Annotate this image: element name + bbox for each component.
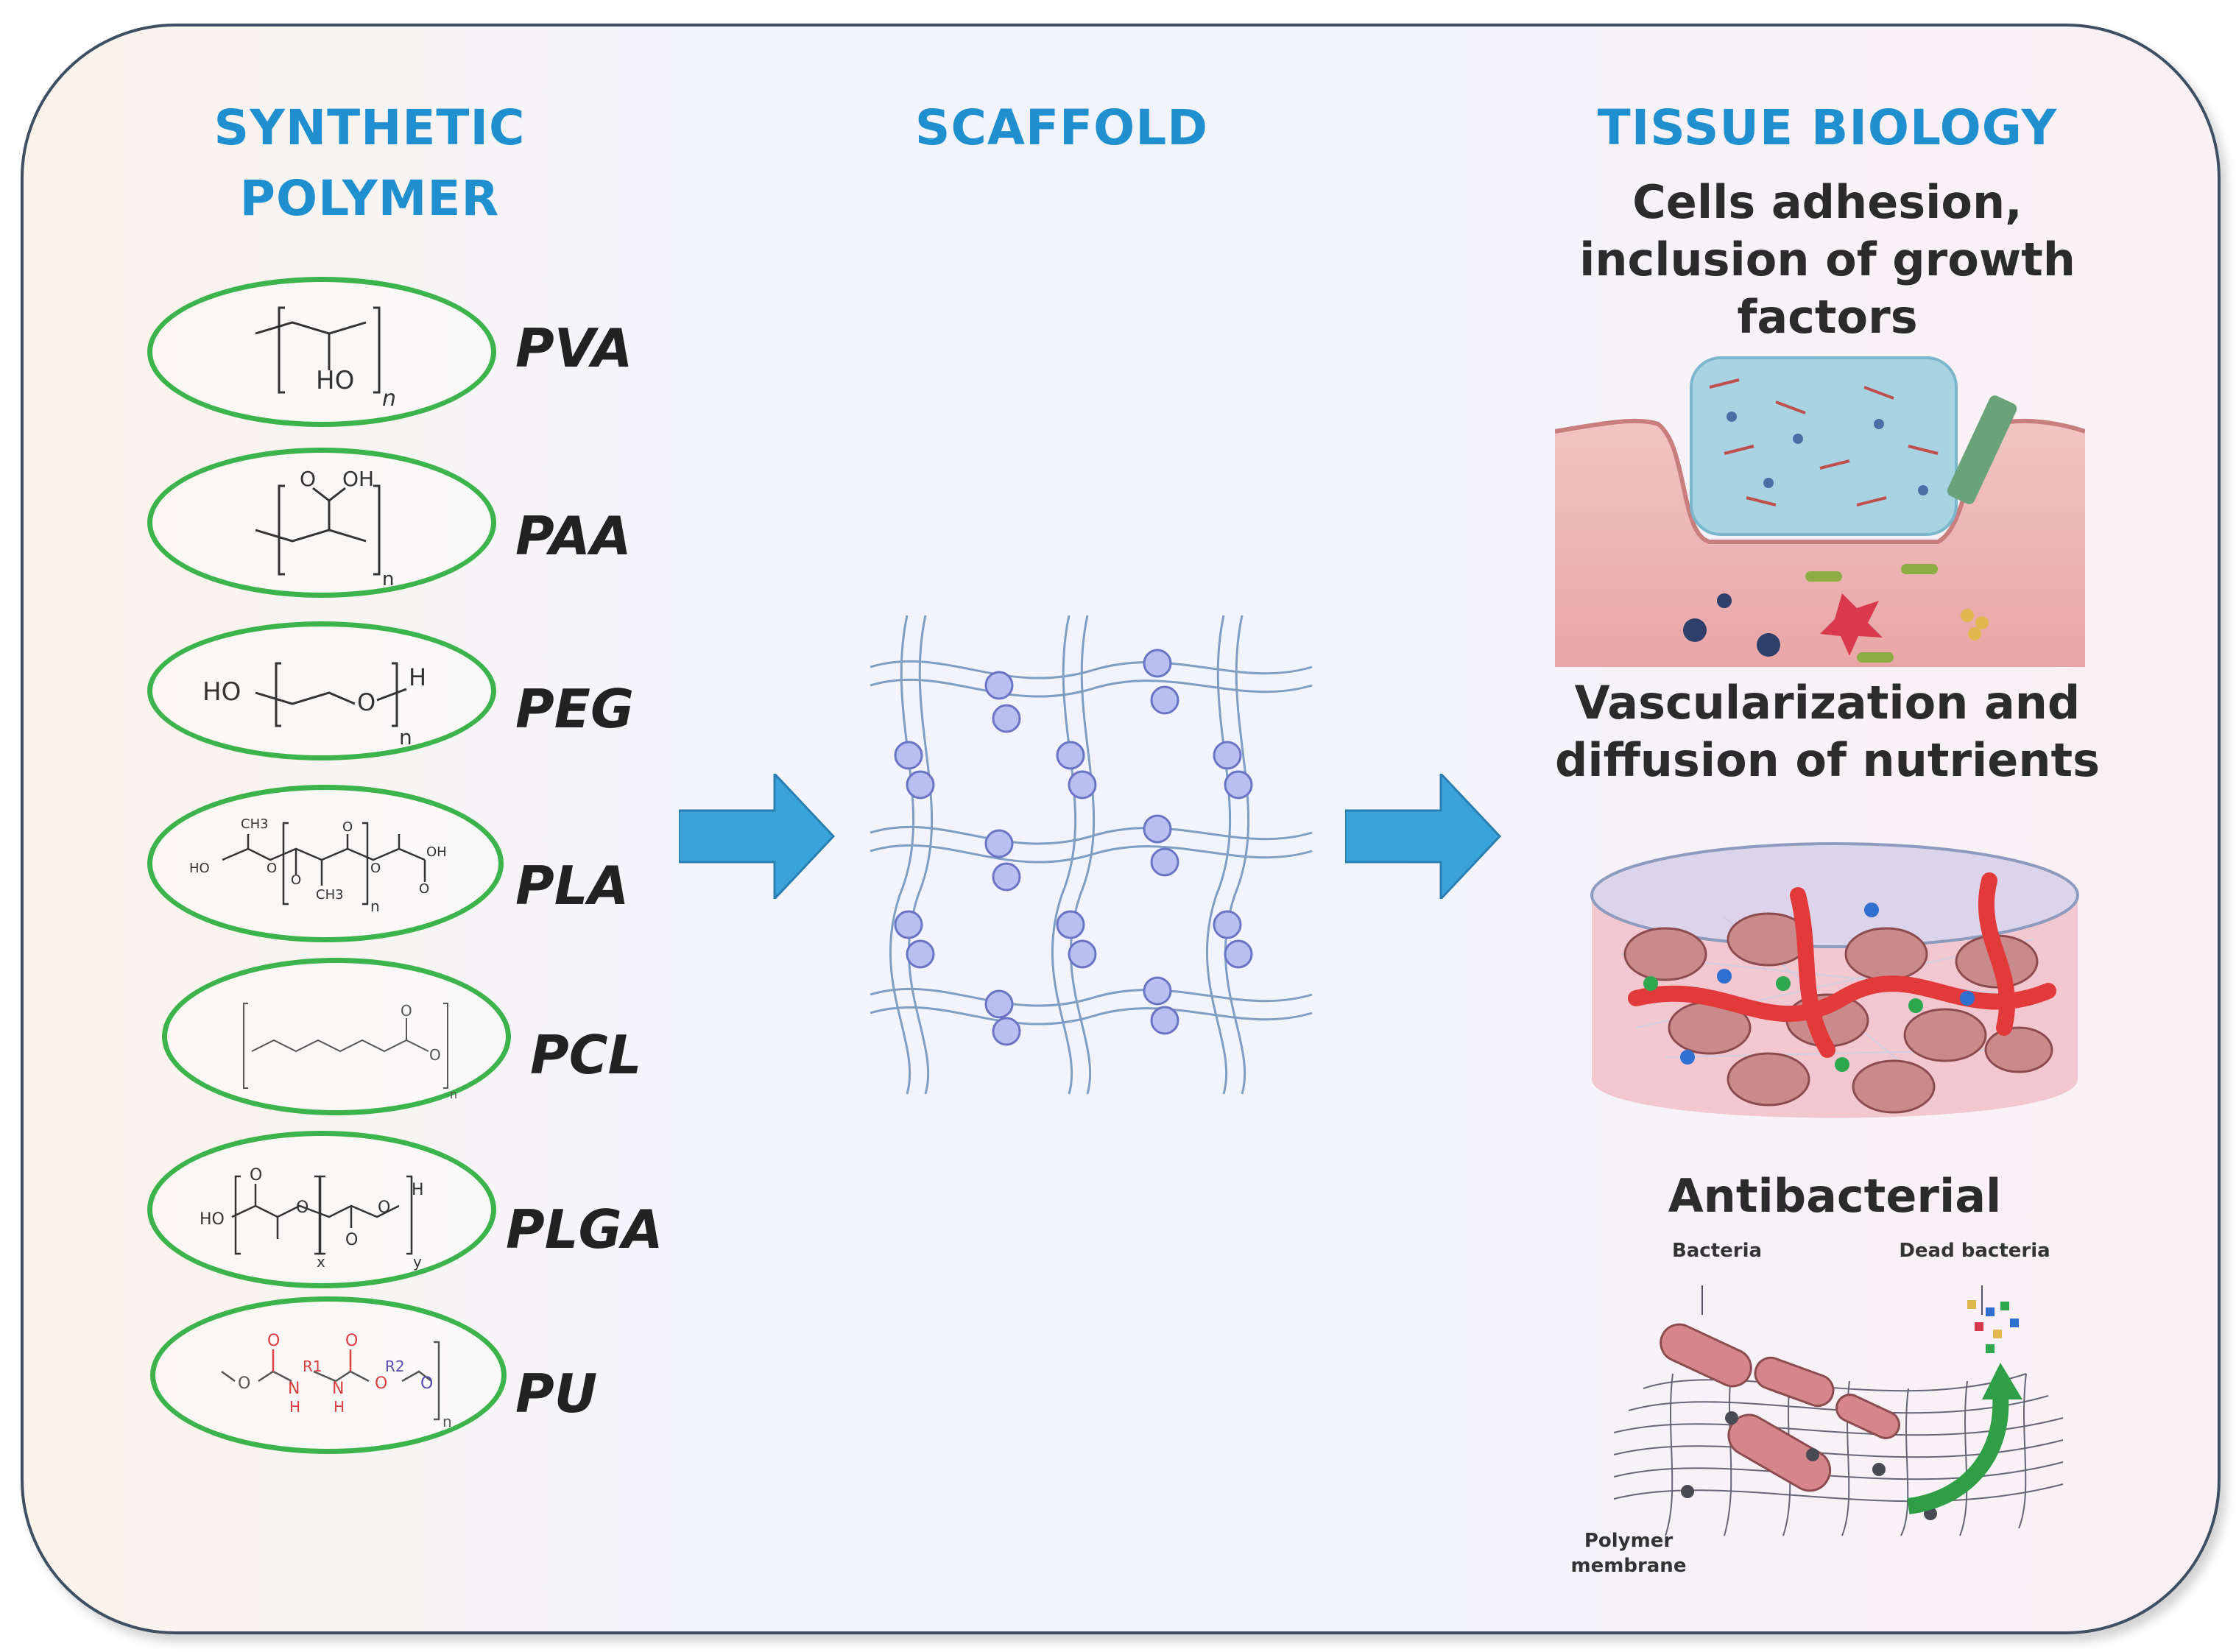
adhesion-heading-line3: factors xyxy=(1737,290,1918,344)
polymer-name-plga: PLGA xyxy=(506,1199,663,1260)
pcl-structure-text-2: O xyxy=(429,1046,441,1064)
pla-structure-text-5: OH xyxy=(426,844,447,860)
pla-structure-text-6: HO xyxy=(189,861,210,876)
polymer-ellipse-paa: O OH n xyxy=(147,448,496,598)
vascular-heading-line1: Vascularization and xyxy=(1574,676,2081,730)
plga-structure-text-1: O xyxy=(250,1166,262,1185)
plga-structure-text-7: H xyxy=(412,1181,424,1199)
diagram-frame: SYNTHETIC POLYMER SCAFFOLD TISSUE BIOLOG… xyxy=(21,24,2221,1634)
scaffold-network xyxy=(870,615,1313,1095)
polymer-ellipse-pva: HO n xyxy=(147,277,496,427)
pu-structure-text-6: N xyxy=(332,1380,344,1398)
polymer-ellipse-pcl: O O n xyxy=(162,958,511,1115)
adhesion-heading: Cells adhesion, inclusion of growth fact… xyxy=(1533,174,2122,346)
pla-structure-text-10: n xyxy=(370,897,380,915)
synthetic-polymer-heading-line2: POLYMER xyxy=(239,170,500,227)
polymer-name-pcl: PCL xyxy=(530,1024,642,1086)
bacteria-label: Bacteria xyxy=(1671,1240,1763,1262)
polymer-membrane-label-line1: Polymer xyxy=(1584,1530,1674,1552)
plga-structure-text-2: HO xyxy=(200,1210,225,1229)
synthetic-polymer-heading: SYNTHETIC POLYMER xyxy=(171,93,568,234)
polymer-ellipse-pla: CH3 O O O OH HO O O CH3 n xyxy=(147,785,504,942)
pla-structure-text-4: O xyxy=(370,861,381,876)
antibacterial-membrane-illustration xyxy=(1613,1285,2064,1536)
pcl-structure-text-3: n xyxy=(450,1087,457,1101)
pu-structure-text-8: R2 xyxy=(385,1358,405,1375)
wound-scaffold-illustration xyxy=(1555,356,2085,667)
adhesion-heading-line1: Cells adhesion, xyxy=(1632,175,2022,229)
polymer-name-peg: PEG xyxy=(515,678,635,740)
antibacterial-heading: Antibacterial xyxy=(1668,1169,2002,1223)
pu-structure-text-5: R1 xyxy=(303,1358,322,1375)
pva-structure-text-1: HO xyxy=(316,366,354,395)
pu-structure-text-12: n xyxy=(442,1413,452,1430)
pcl-structure-text-1: O xyxy=(401,1002,412,1020)
paa-structure-text-3: n xyxy=(382,568,394,590)
polymer-membrane-label-line2: membrane xyxy=(1570,1555,1687,1577)
scaffold-heading: SCAFFOLD xyxy=(914,99,1209,156)
pla-structure-text-2: O xyxy=(291,872,301,888)
plga-structure-text-3: O xyxy=(296,1199,308,1217)
dead-bacteria-label: Dead bacteria xyxy=(1899,1240,2050,1262)
plga-structure-text-6: O xyxy=(378,1199,390,1217)
pu-structure-text-11: H xyxy=(334,1398,345,1416)
polymer-name-paa: PAA xyxy=(515,505,632,567)
peg-structure-text-2: O xyxy=(357,688,375,716)
pla-structure-text-9: CH3 xyxy=(316,887,344,903)
vascular-dish-illustration xyxy=(1590,842,2079,1118)
polymer-ellipse-peg: HO O H n xyxy=(147,621,496,760)
pva-structure-text-2: n xyxy=(382,386,396,412)
pu-structure-text-2: O xyxy=(345,1332,358,1350)
tissue-biology-heading: TISSUE BIOLOGY xyxy=(1597,99,2058,156)
peg-structure-text-3: H xyxy=(409,663,426,691)
polymer-name-pva: PVA xyxy=(515,317,633,379)
polymer-membrane-label: Polymer membrane xyxy=(1555,1528,1702,1578)
paa-structure-text-1: O xyxy=(300,467,316,491)
vascular-heading: Vascularization and diffusion of nutrien… xyxy=(1533,674,2122,789)
polymer-name-pla: PLA xyxy=(515,855,629,917)
pu-structure-text-4: N xyxy=(288,1380,300,1398)
polymer-ellipse-plga: O HO O x O O H y xyxy=(147,1131,496,1288)
plga-structure-text-8: y xyxy=(413,1253,422,1271)
pu-structure-text-3: O xyxy=(238,1374,250,1393)
plga-structure-text-4: x xyxy=(317,1253,325,1271)
peg-structure-text-1: HO xyxy=(202,677,241,707)
vascular-heading-line2: diffusion of nutrients xyxy=(1554,733,2101,787)
plga-structure-text-5: O xyxy=(345,1231,358,1249)
arrow-scaffold-to-biology xyxy=(1345,774,1502,899)
arrow-polymer-to-scaffold xyxy=(679,774,836,899)
pu-structure-text-10: H xyxy=(289,1398,300,1416)
synthetic-polymer-heading-line1: SYNTHETIC xyxy=(214,99,526,156)
pu-structure-text-9: O xyxy=(420,1374,433,1393)
pla-structure-text-7: O xyxy=(267,861,277,876)
pu-structure-text-7: O xyxy=(375,1374,387,1393)
adhesion-heading-line2: inclusion of growth xyxy=(1579,233,2075,286)
pu-structure-text-1: O xyxy=(267,1332,280,1350)
pla-structure-text-3: O xyxy=(342,819,353,835)
paa-structure-text-2: OH xyxy=(342,467,374,491)
polymer-ellipse-pu: O O O N R1 N O R2 O H H n xyxy=(150,1296,507,1454)
pla-structure-text-1: CH3 xyxy=(241,816,269,832)
peg-structure-text-4: n xyxy=(399,725,412,749)
polymer-name-pu: PU xyxy=(515,1363,598,1425)
pla-structure-text-8: O xyxy=(419,881,429,897)
